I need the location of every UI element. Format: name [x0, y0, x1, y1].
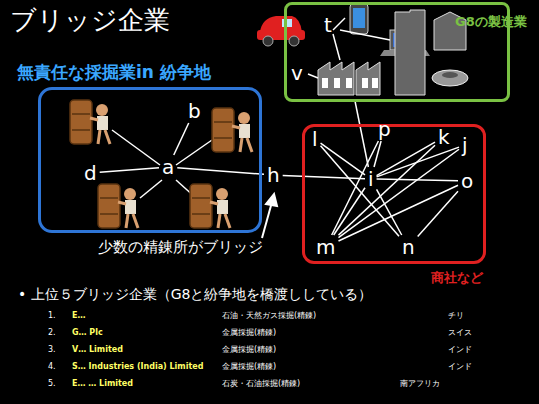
slide-title: ブリッジ企業 — [10, 4, 170, 36]
table-cell: 南アフリカ — [400, 379, 440, 389]
node-label: l — [310, 128, 320, 150]
node-letter: k — [436, 126, 452, 148]
node-letter: h — [265, 164, 282, 186]
connector — [321, 143, 365, 175]
node-letter: j — [460, 134, 470, 156]
region-heading: 商社など — [431, 269, 483, 287]
region-box: 商社などlpkjiomn — [302, 124, 486, 264]
table-cell: 金属採掘(精錬) — [222, 345, 276, 355]
table-cell: S… Industries (India) Limited — [72, 362, 203, 372]
region-heading: 無責任な採掘業in 紛争地 — [17, 61, 211, 84]
node-label: a — [160, 156, 176, 178]
node-letter: t — [322, 14, 334, 36]
table-cell: 3. — [48, 345, 56, 355]
table-cell: インド — [448, 345, 472, 355]
node-letter: v — [289, 62, 305, 84]
node-label: j — [460, 134, 470, 156]
table-cell: 石炭・石油採掘(精錬) — [222, 379, 300, 389]
node-label: v — [289, 62, 305, 84]
table-cell: E… — [72, 311, 85, 321]
caption-text: 少数の精錬所がブリッジ — [98, 238, 263, 256]
table-cell: 2. — [48, 328, 56, 338]
connector — [338, 145, 435, 235]
table-cell: 1. — [48, 311, 56, 321]
node-label: b — [186, 100, 203, 122]
table-cell: チリ — [448, 311, 464, 321]
node-label: m — [314, 236, 337, 258]
node-letter: m — [314, 236, 337, 258]
connector — [334, 188, 365, 235]
node-label: o — [459, 170, 475, 192]
region-box: G8の製造業tv — [284, 2, 510, 102]
region-box: 無責任な採掘業in 紛争地bda — [38, 87, 262, 233]
node-label: p — [376, 118, 393, 140]
node-label: h — [265, 164, 282, 186]
table-cell: 石油・天然ガス採掘(精錬) — [222, 311, 316, 321]
node-label: n — [400, 236, 417, 258]
connector — [418, 191, 458, 236]
connector — [177, 168, 264, 175]
table-cell: E… … Limited — [72, 379, 133, 389]
table-cell: 金属採掘(精錬) — [222, 362, 276, 372]
node-letter: p — [376, 118, 393, 140]
node-letter: o — [459, 170, 475, 192]
node-label: i — [366, 168, 376, 190]
node-letter: b — [186, 100, 203, 122]
node-letter: l — [310, 128, 320, 150]
bullet-text: • 上位５ブリッジ企業（G8と紛争地を橋渡ししている） — [18, 285, 372, 303]
connector — [374, 141, 381, 167]
node-label: d — [82, 162, 99, 184]
table-cell: 4. — [48, 362, 56, 372]
node-letter: d — [82, 162, 99, 184]
table-cell: 金属採掘(精錬) — [222, 328, 276, 338]
table-cell: G… Plc — [72, 328, 103, 338]
table-cell: インド — [448, 362, 472, 372]
connector — [174, 123, 189, 155]
connector — [338, 185, 458, 241]
node-letter: n — [400, 236, 417, 258]
node-label: t — [322, 14, 334, 36]
node-letter: a — [160, 156, 176, 178]
table-cell: V… Limited — [72, 345, 123, 355]
table-cell: 5. — [48, 379, 56, 389]
node-label: k — [436, 126, 452, 148]
connector — [100, 168, 159, 173]
connector — [283, 175, 365, 178]
region-heading: G8の製造業 — [455, 13, 527, 31]
connector — [332, 141, 379, 235]
connector — [355, 101, 368, 167]
node-letter: i — [366, 168, 376, 190]
table-cell: スイス — [448, 328, 472, 338]
